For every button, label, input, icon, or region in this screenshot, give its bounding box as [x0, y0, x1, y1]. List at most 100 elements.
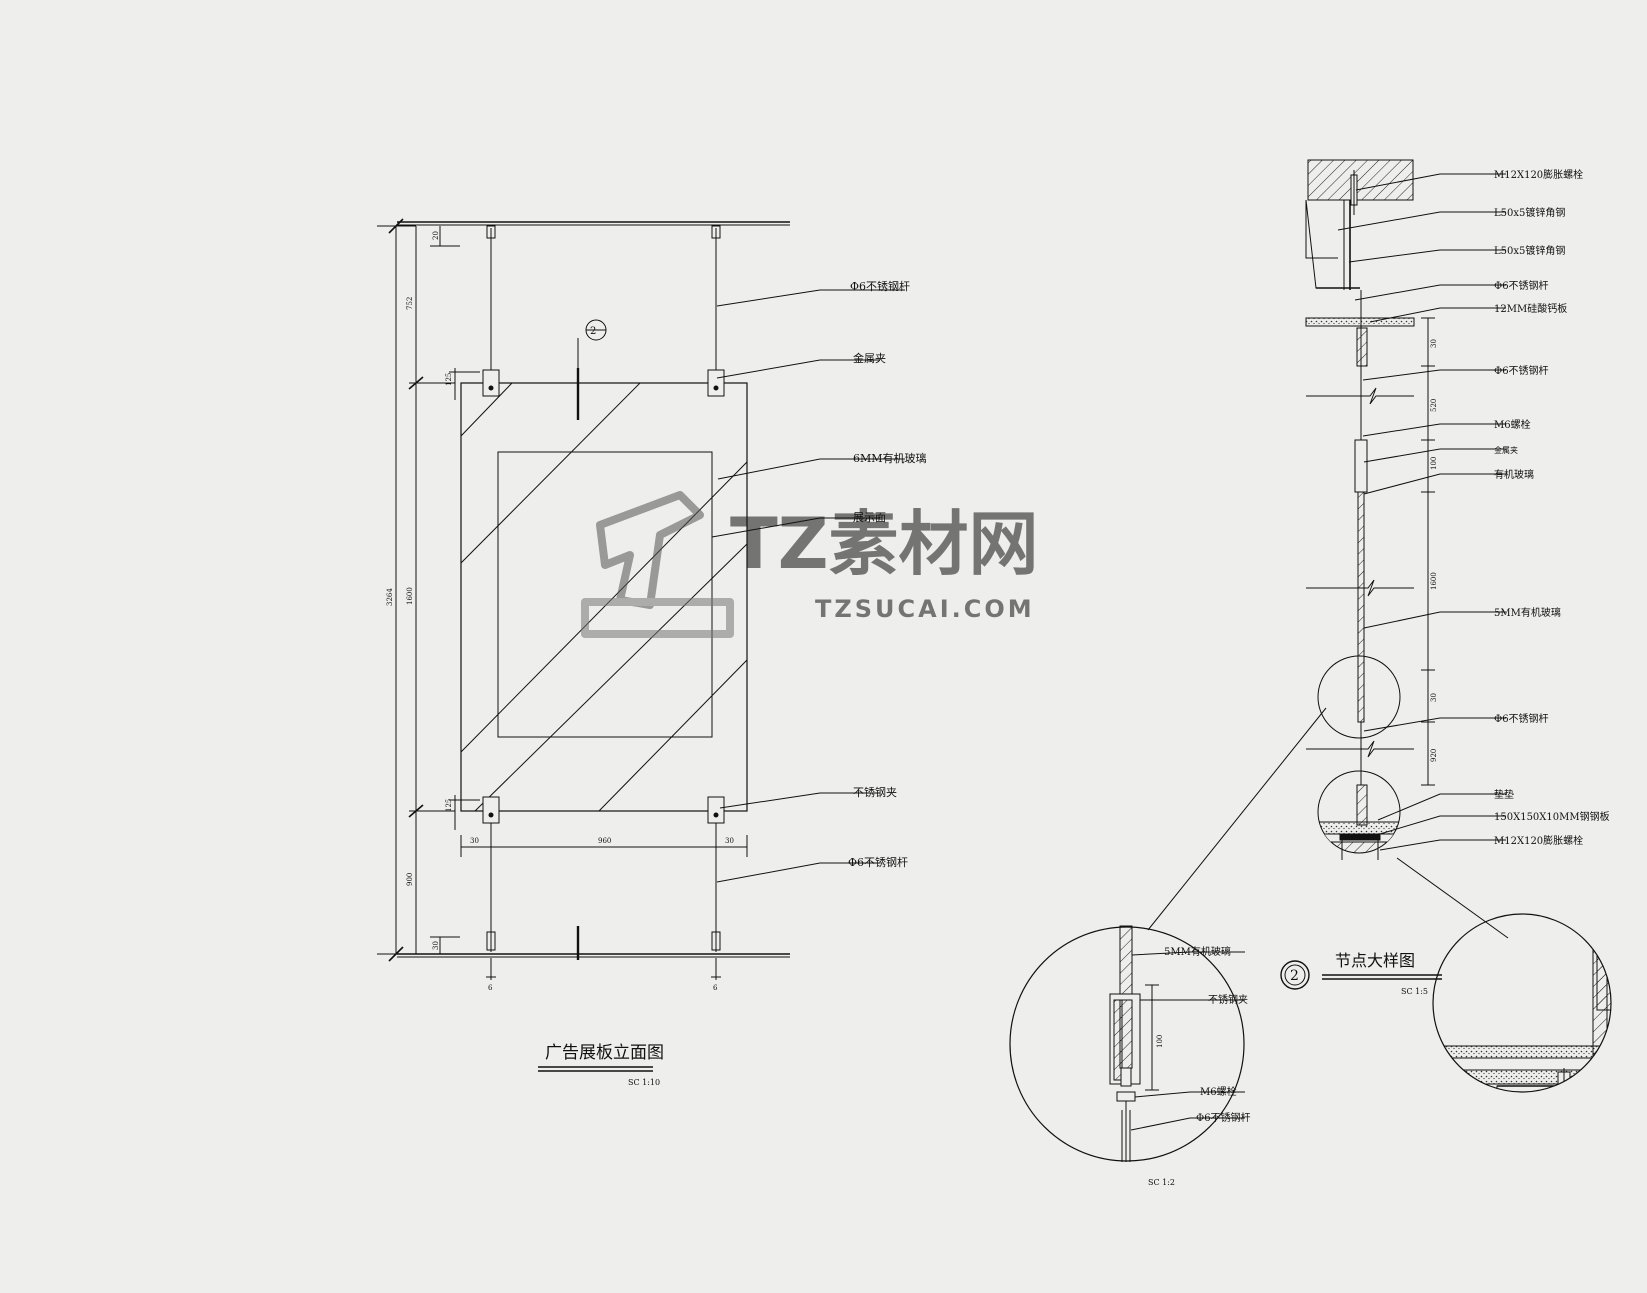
leader-section: [1363, 448, 1506, 463]
label-ceiling-board: 12MM硅酸钙板: [1494, 302, 1567, 315]
clamp-bolt: [488, 812, 494, 818]
label-bolt-top: M12X120膨胀螺栓: [1494, 168, 1583, 181]
label-clamp-top: 金属夹: [853, 351, 886, 365]
label-display-face: 展示面: [853, 511, 886, 524]
label-rod-top: Φ6不锈钢杆: [850, 279, 910, 293]
glass-reflection: [460, 382, 513, 437]
watermark-logo-icon: [581, 491, 734, 638]
dim-upper-gap: 752: [406, 297, 414, 310]
section-dim-2: 520: [1430, 399, 1438, 412]
leader-clamp-top: [716, 359, 880, 379]
label-rod-bottom: Φ6不锈钢杆: [848, 855, 908, 869]
leader-section: [1337, 211, 1506, 231]
watermark-name: TZ素材网: [730, 503, 1039, 585]
leader-section: [1363, 717, 1506, 732]
detail-clamp-drawing: [1009, 925, 1245, 1162]
leader-section: [1377, 793, 1506, 821]
rod-cap: [711, 931, 721, 951]
clamp-bottom-left: [482, 796, 500, 824]
section-dim-6: 920: [1430, 749, 1438, 762]
dim-lower-gap: 900: [406, 873, 414, 886]
section-title: 节点大样图: [1335, 951, 1415, 970]
elevation-text: Φ6不锈钢杆 金属夹 6MM有机玻璃 展示面 不锈钢夹 Φ6不锈钢杆 2 广告展…: [386, 231, 927, 1087]
leader-detail: [1134, 1091, 1245, 1098]
section-panel: [1357, 491, 1365, 723]
glass-reflection: [474, 543, 748, 812]
label-angle-1: L50x5镀锌角钢: [1494, 206, 1565, 219]
section-dim-5: 30: [1430, 693, 1438, 702]
leader-rod-bottom: [716, 862, 880, 883]
watermark: TZ素材网 TZSUCAI.COM: [581, 491, 1039, 638]
beam-outline: [1305, 200, 1338, 259]
ceiling-board: [1305, 317, 1415, 327]
break-line: [1306, 740, 1414, 758]
base-plate: [1339, 834, 1381, 841]
detail-label-clamp: 不锈钢夹: [1208, 993, 1248, 1006]
detail-circle-base-large: [1432, 913, 1612, 1093]
callout-number: 2: [590, 326, 596, 337]
label-steel-plate: 150X150X10MM钢钢板: [1494, 810, 1610, 823]
break-line: [1306, 579, 1414, 597]
label-rod-3: Φ6不锈钢杆: [1494, 712, 1549, 725]
label-pad: 垫垫: [1494, 788, 1514, 801]
break-line: [1306, 387, 1414, 405]
section-callout-number: 2: [1290, 968, 1299, 984]
label-angle-2: L50x5镀锌角钢: [1494, 244, 1565, 257]
ceiling-slab: [1307, 159, 1414, 201]
dim-side-left: 30: [470, 837, 479, 845]
elevation-drawing: [377, 218, 905, 1072]
leader-section: [1379, 839, 1506, 851]
leader-section: [1379, 815, 1506, 835]
label-metal-clamp: 金属夹: [1494, 445, 1518, 455]
leader-section: [1354, 284, 1506, 301]
leader-section: [1362, 423, 1506, 437]
dim-rod-dia-left: 6: [488, 984, 493, 992]
detail-scale: SC 1:2: [1148, 1178, 1175, 1187]
clamp-bottom-right: [707, 796, 725, 824]
rod-fitting-bottom: [1356, 784, 1368, 826]
elevation-scale: SC 1:10: [628, 1078, 660, 1087]
glass-reflection: [460, 382, 641, 564]
clamp-bolt: [713, 385, 719, 391]
detail-connector: [1396, 857, 1509, 939]
acrylic-panel: [460, 382, 748, 812]
dim-floor-offset: 30: [432, 941, 440, 950]
leader-rod-top: [716, 289, 905, 307]
section-callout-circle: [1280, 960, 1310, 990]
dim-total-height: 3264: [386, 588, 394, 606]
label-rod-1: Φ6不锈钢杆: [1494, 279, 1549, 292]
detail-connector: [1147, 707, 1327, 931]
leader-display-face: [711, 517, 880, 538]
detail-acrylic: [1119, 925, 1133, 995]
label-bolt-bottom: M12X120膨胀螺栓: [1494, 834, 1583, 847]
label-organic-glass: 有机玻璃: [1494, 468, 1534, 481]
section-clamp: [1354, 439, 1368, 493]
dim-clamp-offset-bottom: 125: [445, 799, 453, 812]
clamp-bolt: [713, 812, 719, 818]
detail-label-bolt: M6螺栓: [1200, 1085, 1237, 1098]
leader-clamp-bottom: [719, 792, 880, 809]
clamp-top-right: [707, 369, 725, 397]
dim-side-right: 30: [725, 837, 734, 845]
rod-cap: [711, 225, 721, 239]
label-clamp-bottom: 不锈钢夹: [853, 786, 897, 799]
section-text: M12X120膨胀螺栓 L50x5镀锌角钢 L50x5镀锌角钢 Φ6不锈钢杆 1…: [1290, 168, 1610, 996]
leader-section: [1363, 473, 1506, 495]
label-acrylic-5mm: 5MM有机玻璃: [1494, 606, 1561, 619]
section-dim-4: 1600: [1430, 572, 1438, 590]
clamp-top-left: [482, 369, 500, 397]
leader-section: [1355, 173, 1506, 191]
label-acrylic: 6MM有机玻璃: [853, 451, 927, 465]
leader-section: [1369, 307, 1506, 323]
dim-clamp-offset-top: 125: [445, 373, 453, 386]
detail-dim-clamp-len: 100: [1156, 1035, 1164, 1048]
label-bolt-m6: M6螺栓: [1494, 418, 1531, 431]
section-dim-3: 100: [1430, 457, 1438, 470]
section-dim-1: 30: [1430, 339, 1438, 348]
rod-fitting: [1356, 327, 1368, 367]
glass-reflection: [598, 659, 748, 812]
leader-acrylic: [717, 458, 905, 480]
leader-detail: [1131, 951, 1245, 956]
detail-label-rod: Φ6不锈钢杆: [1196, 1111, 1251, 1124]
